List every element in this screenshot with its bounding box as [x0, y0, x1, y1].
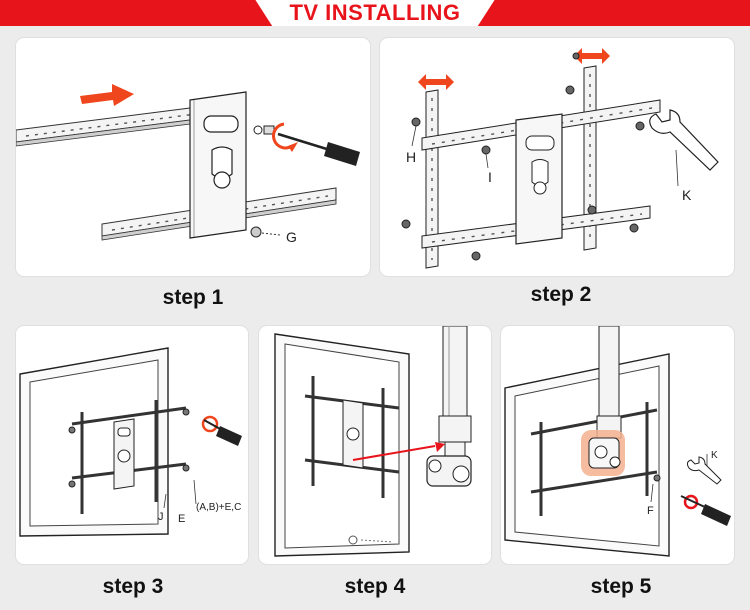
step-3-label: step 3 [102, 575, 164, 598]
step-5-panel: K F [501, 326, 734, 564]
step-2-label: step 2 [530, 283, 592, 306]
tv-back [19, 347, 169, 537]
step-2-illustration: H I K [401, 48, 719, 269]
label-j: J [158, 511, 164, 523]
wrench-icon [649, 109, 719, 171]
screw-icons [68, 408, 190, 488]
tv-bracket [304, 376, 400, 498]
direction-arrow [80, 84, 134, 106]
adjust-arrow-left [418, 74, 454, 90]
screwdriver-icon [201, 415, 242, 446]
label-e: E [178, 513, 185, 525]
nut-g-icon [250, 226, 281, 238]
step-3-illustration: J E (A,B)+E,C [19, 347, 242, 537]
highlighted-joint [581, 430, 625, 476]
step-1-panel: G [16, 38, 370, 276]
label-i: I [488, 169, 492, 185]
bolt-icons [401, 52, 645, 261]
step-5-label: step 5 [590, 575, 652, 598]
top-rail [16, 105, 207, 147]
step-1-illustration: G [16, 84, 360, 245]
page-title: TV INSTALLING [289, 0, 461, 25]
ceiling-pole [438, 326, 472, 463]
label-h: H [406, 149, 416, 165]
label-abec: (A,B)+E,C [196, 502, 241, 513]
tv-bracket [530, 402, 658, 516]
label-k: K [682, 187, 692, 203]
tv-bracket [71, 400, 187, 514]
step-3-panel: J E (A,B)+E,C [16, 326, 248, 564]
step-2-panel: H I K [380, 38, 734, 276]
wrench-icon [686, 456, 722, 485]
ceiling-pole [596, 326, 622, 439]
left-vertical-bracket [425, 89, 439, 269]
step-4-illustration [274, 326, 472, 557]
tv-back [274, 333, 410, 557]
label-g: G [286, 229, 297, 245]
attach-arrow [352, 442, 445, 461]
screwdriver-icon [272, 122, 360, 166]
step-4-label: step 4 [344, 575, 406, 598]
screw-icon [253, 125, 275, 135]
header-banner: TV INSTALLING [0, 0, 750, 26]
adjust-arrow-right [574, 48, 610, 64]
screwdriver-icon [680, 494, 731, 526]
step-1-label: step 1 [162, 286, 224, 309]
step-4-panel [259, 326, 491, 564]
label-k-small: K [711, 450, 718, 461]
mount-plate [515, 113, 563, 245]
label-f: F [647, 505, 654, 517]
header-tab: TV INSTALLING [255, 0, 495, 26]
tilt-joint [426, 455, 472, 487]
step-5-illustration: K F [504, 326, 731, 557]
mount-plate [189, 91, 247, 239]
